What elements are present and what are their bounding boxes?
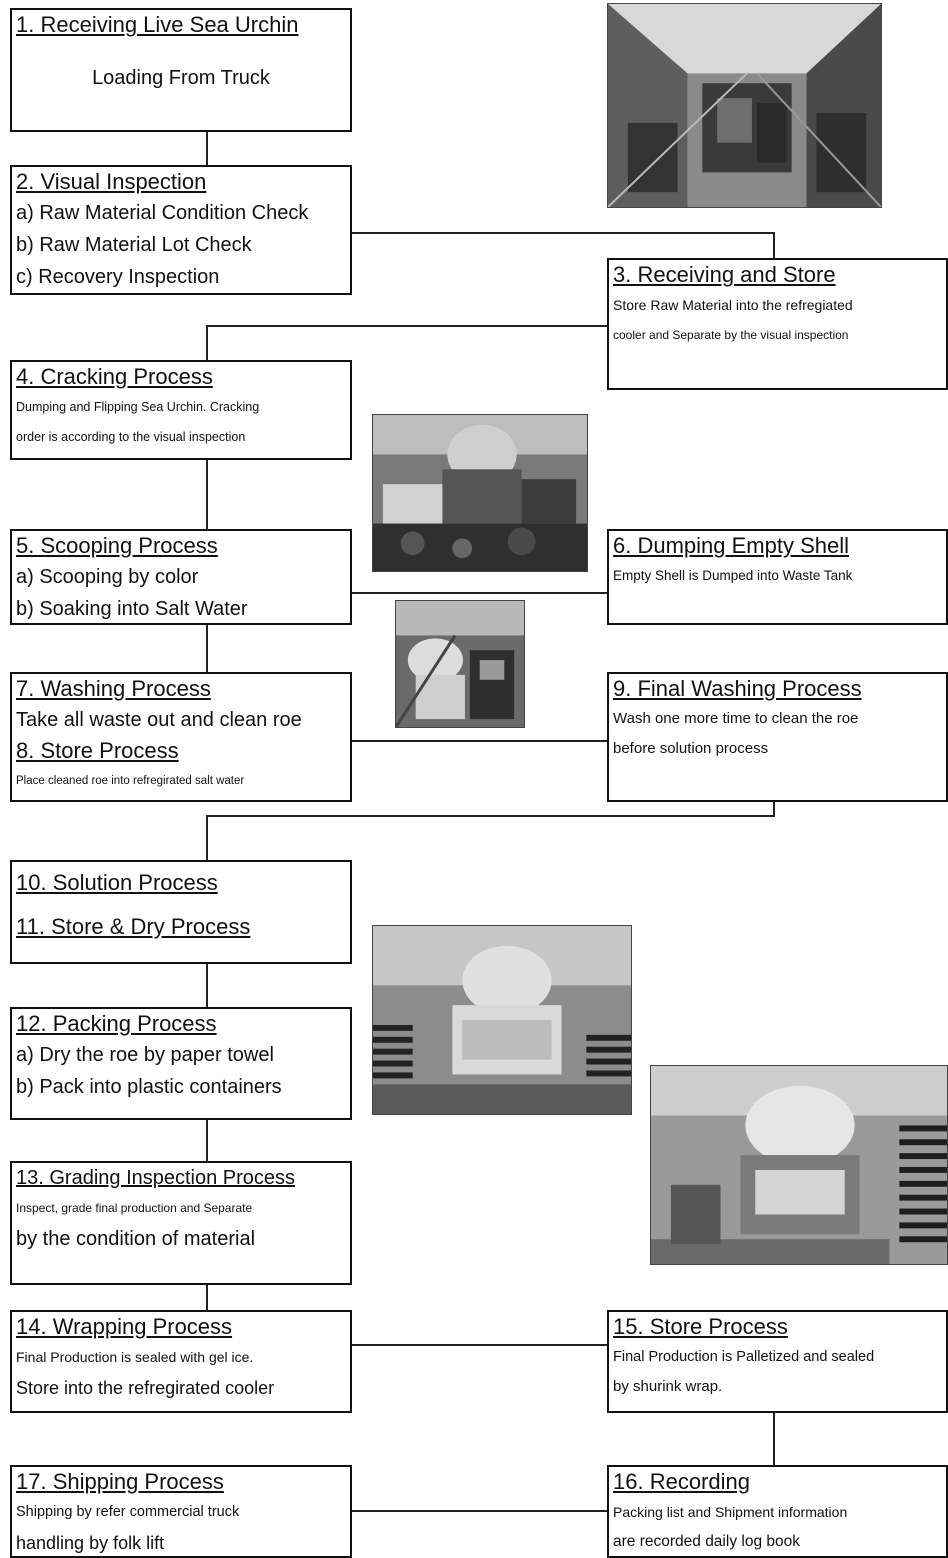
step-8-title: 8. Store Process bbox=[16, 738, 179, 763]
step-13-line-1: Inspect, grade final production and Sepa… bbox=[16, 1201, 253, 1215]
step-6-title: 6. Dumping Empty Shell bbox=[613, 533, 849, 558]
connector bbox=[350, 1344, 608, 1346]
step-11-title: 11. Store & Dry Process bbox=[16, 914, 251, 939]
cracking-photo bbox=[372, 414, 588, 572]
step-12-box: 12. Packing Process a) Dry the roe by pa… bbox=[10, 1007, 352, 1120]
step-13-line-2: by the condition of material bbox=[16, 1228, 256, 1250]
step-3-line-1: Store Raw Material into the refregiated bbox=[613, 297, 853, 313]
connector bbox=[206, 458, 208, 530]
connector bbox=[206, 130, 208, 166]
connector bbox=[206, 325, 208, 361]
step-12-line-2: b) Pack into plastic containers bbox=[16, 1076, 282, 1098]
step-3-title: 3. Receiving and Store bbox=[613, 262, 836, 287]
step-9-line-1: Wash one more time to clean the roe bbox=[613, 710, 859, 727]
connector bbox=[206, 1118, 208, 1162]
step-2-title: 2. Visual Inspection bbox=[16, 169, 207, 194]
step-15-line-2: by shurink wrap. bbox=[613, 1378, 723, 1395]
step-17-line-1: Shipping by refer commercial truck bbox=[16, 1504, 240, 1520]
step-17-box: 17. Shipping Process Shipping by refer c… bbox=[10, 1465, 352, 1558]
step-17-line-2: handling by folk lift bbox=[16, 1533, 165, 1553]
step-8-line-1: Place cleaned roe into refregirated salt… bbox=[16, 775, 245, 787]
step-6-box: 6. Dumping Empty Shell Empty Shell is Du… bbox=[607, 529, 948, 625]
connector bbox=[206, 623, 208, 673]
connector bbox=[773, 1410, 775, 1466]
step-5-title: 5. Scooping Process bbox=[16, 533, 218, 558]
step-16-line-2: are recorded daily log book bbox=[613, 1533, 800, 1550]
connector bbox=[350, 740, 608, 742]
step-17-title: 17. Shipping Process bbox=[16, 1469, 224, 1494]
connector bbox=[350, 232, 775, 234]
step-14-line-2: Store into the refregirated cooler bbox=[16, 1378, 275, 1398]
step-10-title: 10. Solution Process bbox=[16, 870, 218, 895]
connector bbox=[206, 1283, 208, 1311]
grading-photo bbox=[650, 1065, 948, 1265]
step-16-line-1: Packing list and Shipment information bbox=[613, 1504, 848, 1520]
step-4-title: 4. Cracking Process bbox=[16, 364, 213, 389]
step-7-line-1: Take all waste out and clean roe bbox=[16, 709, 302, 731]
step-13-title: 13. Grading Inspection Process bbox=[16, 1167, 296, 1189]
step-15-line-1: Final Production is Palletized and seale… bbox=[613, 1349, 875, 1365]
step-1-line-1: Loading From Truck bbox=[92, 67, 270, 89]
step-1-box: 1. Receiving Live Sea Urchin Loading Fro… bbox=[10, 8, 352, 132]
connector bbox=[773, 800, 775, 817]
step-13-box: 13. Grading Inspection Process Inspect, … bbox=[10, 1161, 352, 1285]
step-16-box: 16. Recording Packing list and Shipment … bbox=[607, 1465, 948, 1558]
step-16-title: 16. Recording bbox=[613, 1469, 750, 1494]
step-3-line-2: cooler and Separate by the visual inspec… bbox=[613, 328, 849, 342]
step-7-title: 7. Washing Process bbox=[16, 676, 211, 701]
connector bbox=[350, 592, 608, 594]
step-4-line-2: order is according to the visual inspect… bbox=[16, 430, 246, 444]
connector bbox=[206, 815, 775, 817]
connector bbox=[206, 815, 208, 861]
step-1-title: 1. Receiving Live Sea Urchin bbox=[16, 12, 299, 37]
step-12-line-1: a) Dry the roe by paper towel bbox=[16, 1044, 274, 1066]
step-4-line-1: Dumping and Flipping Sea Urchin. Crackin… bbox=[16, 400, 260, 414]
step-2-line-3: c) Recovery Inspection bbox=[16, 266, 220, 288]
step-4-box: 4. Cracking Process Dumping and Flipping… bbox=[10, 360, 352, 460]
step-14-title: 14. Wrapping Process bbox=[16, 1314, 233, 1339]
step-9-box: 9. Final Washing Process Wash one more t… bbox=[607, 672, 948, 802]
step-15-title: 15. Store Process bbox=[613, 1314, 788, 1339]
step-6-line-1: Empty Shell is Dumped into Waste Tank bbox=[613, 568, 853, 583]
packing-photo bbox=[372, 925, 632, 1115]
step-2-line-2: b) Raw Material Lot Check bbox=[16, 234, 252, 256]
step-15-box: 15. Store Process Final Production is Pa… bbox=[607, 1310, 948, 1413]
step-2-line-1: a) Raw Material Condition Check bbox=[16, 202, 309, 224]
step-9-line-2: before solution process bbox=[613, 740, 769, 757]
step-10-11-box: 10. Solution Process 11. Store & Dry Pro… bbox=[10, 860, 352, 964]
truck-unloading-photo bbox=[607, 3, 882, 208]
connector bbox=[206, 962, 208, 1008]
step-5-line-1: a) Scooping by color bbox=[16, 566, 199, 588]
step-5-line-2: b) Soaking into Salt Water bbox=[16, 598, 248, 620]
step-2-box: 2. Visual Inspection a) Raw Material Con… bbox=[10, 165, 352, 295]
connector bbox=[206, 325, 775, 327]
step-14-line-1: Final Production is sealed with gel ice. bbox=[16, 1349, 254, 1365]
step-12-title: 12. Packing Process bbox=[16, 1011, 217, 1036]
step-3-box: 3. Receiving and Store Store Raw Materia… bbox=[607, 258, 948, 390]
step-9-title: 9. Final Washing Process bbox=[613, 676, 862, 701]
step-14-box: 14. Wrapping Process Final Production is… bbox=[10, 1310, 352, 1413]
step-7-8-box: 7. Washing Process Take all waste out an… bbox=[10, 672, 352, 802]
step-5-box: 5. Scooping Process a) Scooping by color… bbox=[10, 529, 352, 625]
connector bbox=[773, 232, 775, 260]
washing-photo bbox=[395, 600, 525, 728]
connector bbox=[350, 1510, 608, 1512]
